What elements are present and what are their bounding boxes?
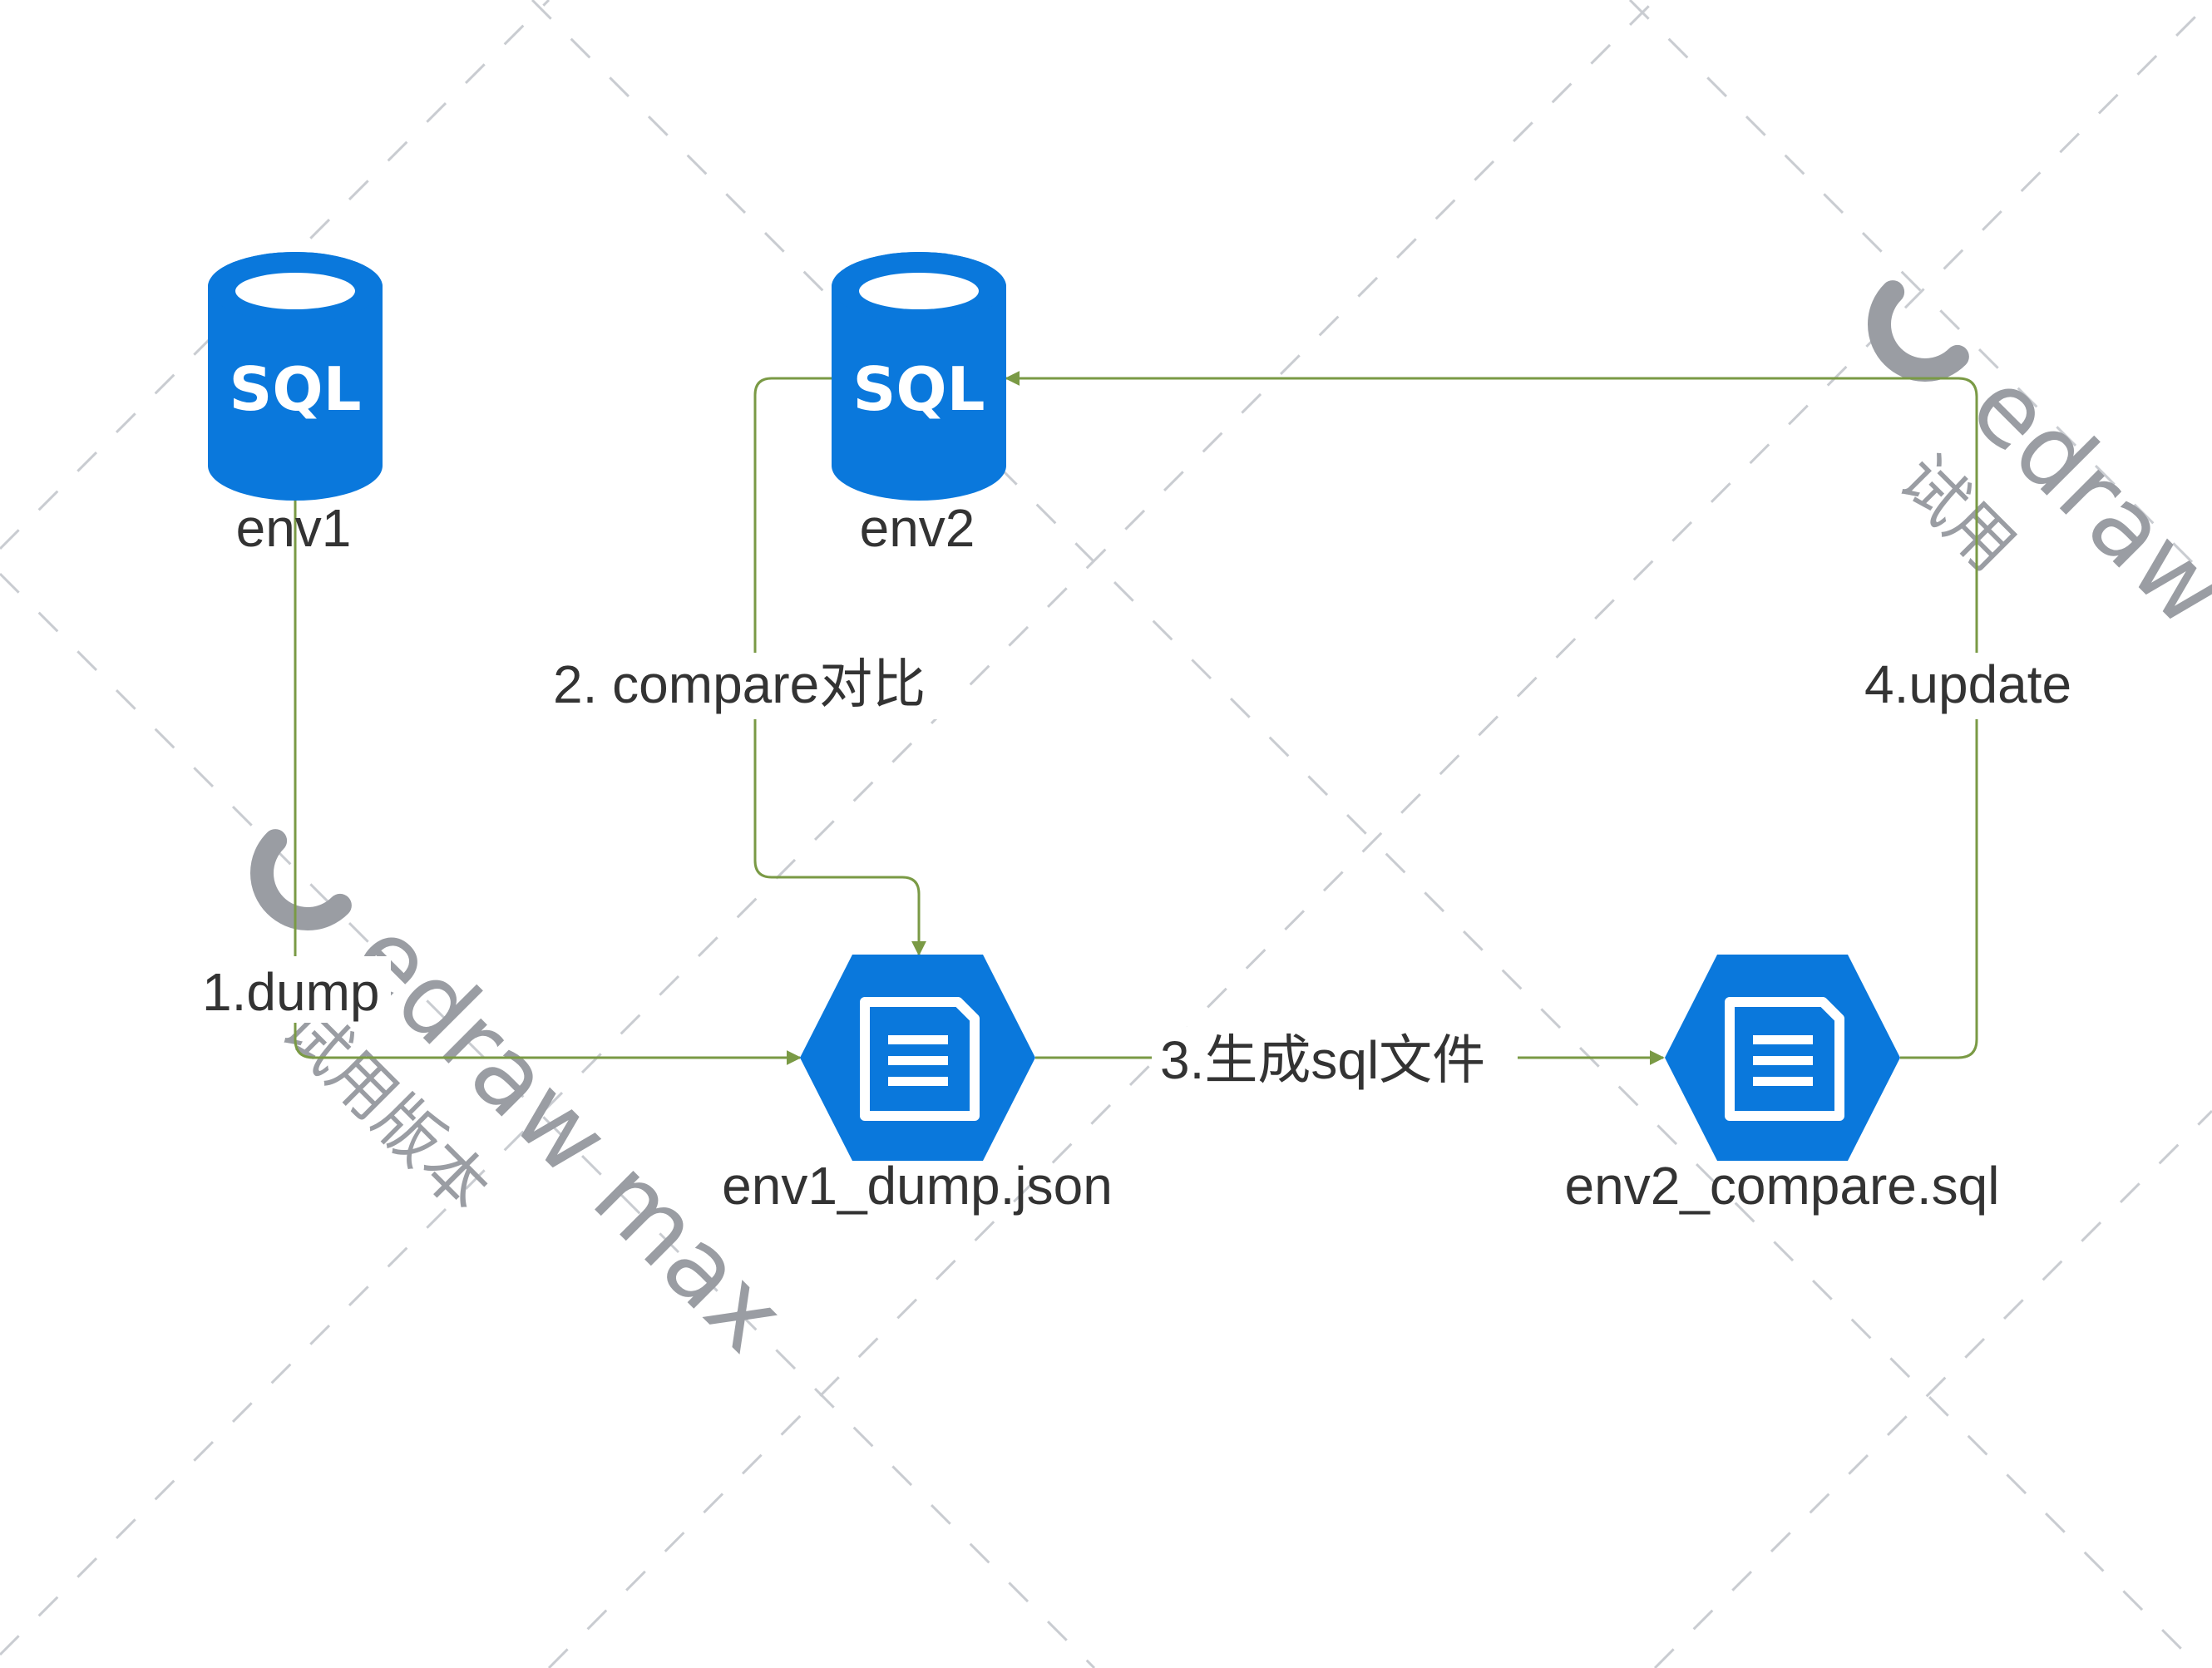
edge-dump[interactable] (294, 499, 802, 1065)
sql-database-icon: SQL (832, 252, 1006, 501)
document-hexagon-icon (1665, 955, 1900, 1161)
edge-label-update: 4.update (1864, 654, 2071, 714)
edge-label-compare: 2. compare对比 (553, 654, 926, 714)
edge-label-dump: 1.dump (202, 962, 379, 1022)
node-label-dump-file: env1_dump.json (722, 1156, 1113, 1216)
sql-badge-env2: SQL (853, 354, 985, 424)
edge-compare[interactable] (753, 377, 926, 956)
node-label-env1: env1 (236, 498, 352, 558)
node-env2[interactable]: SQL env2 (832, 252, 1006, 558)
node-compare-file[interactable]: env2_compare.sql (1565, 955, 2000, 1216)
node-env1[interactable]: SQL env1 (208, 252, 383, 558)
sql-database-icon: SQL (208, 252, 383, 501)
node-label-compare-file: env2_compare.sql (1565, 1156, 2000, 1216)
document-hexagon-icon (800, 955, 1035, 1161)
edge-label-generate: 3.生成sql文件 (1160, 1030, 1485, 1090)
edge-labels: 1.dump 2. compare对比 3.生成sql文件 4.update (191, 653, 2096, 1093)
watermark-logo-left: edraw max 试用版本 (250, 829, 807, 1374)
node-label-env2: env2 (860, 498, 975, 558)
node-dump-file[interactable]: env1_dump.json (722, 955, 1113, 1216)
watermark-logo-right: edraw 试用 (1868, 280, 2212, 649)
sql-badge-env1: SQL (230, 354, 362, 424)
